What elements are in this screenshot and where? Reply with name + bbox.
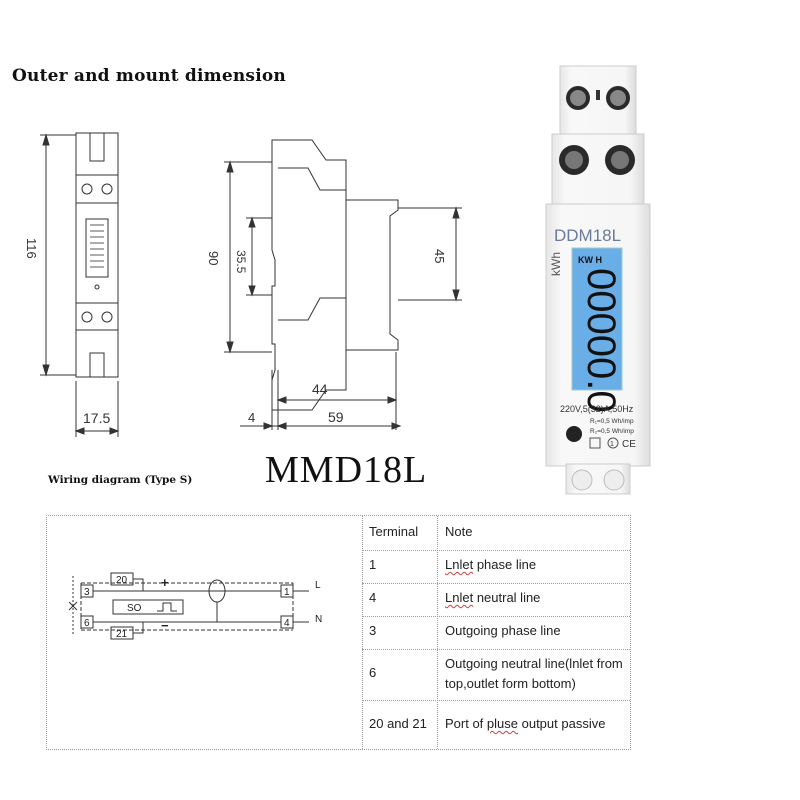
product-spec-1: R₁=0,5 Wh/imp [590, 418, 634, 425]
diagram-t3: 3 [84, 587, 90, 598]
lcd-unit-top: KW H [578, 255, 602, 265]
product-brand: DDM18L [554, 226, 621, 245]
row-terminal: 6 [369, 665, 377, 680]
section-heading: Outer and mount dimension [12, 66, 286, 86]
front-height-label: 116 [24, 238, 39, 259]
side-total-label: 59 [328, 409, 344, 425]
row-terminal: 20 and 21 [369, 716, 427, 731]
lcd-unit-left: kWh [549, 252, 563, 276]
wiring-title: Wiring diagram (Type S) [48, 474, 193, 486]
product-rating: 220V,5(32)A,50Hz [560, 404, 634, 414]
side-view-drawing: 90 35.5 45 44 59 4 [206, 139, 462, 430]
header-terminal: Terminal [369, 524, 419, 539]
lcd-digits: 00000.0 [579, 268, 623, 413]
side-height-label: 90 [206, 251, 221, 265]
side-right-label: 45 [432, 249, 447, 263]
side-depth-label: 44 [312, 381, 328, 397]
row-note: Lnlet neutral line [445, 590, 541, 605]
lcd-screen [571, 247, 623, 391]
row-note: Outgoing neutral line(lnlet from top,out… [445, 656, 623, 691]
row-terminal: 1 [369, 557, 377, 572]
row-terminal: 4 [369, 590, 377, 605]
pulse-led [566, 426, 582, 442]
row-note: Lnlet phase line [445, 557, 537, 572]
product-image: DDM18L kWh KW H 00000.0 220V,5(32)A,50Hz… [545, 65, 651, 495]
model-name: MMD18L [265, 449, 428, 491]
header-note: Note [445, 524, 473, 539]
front-width-label: 17.5 [83, 410, 110, 426]
product-mark-2: CE [622, 439, 636, 450]
row-terminal: 3 [369, 623, 377, 638]
wiring-table: 20 21 3 6 1 4 SO + − L N Terminal Note 1… [46, 515, 631, 750]
front-view-drawing: 116 17.5 [24, 132, 120, 437]
diagram-t4: 4 [284, 618, 290, 629]
diagram-so: SO [127, 603, 142, 614]
diagram-t6: 6 [84, 618, 90, 629]
row-note: Outgoing phase line [445, 623, 561, 638]
side-inner-label: 35.5 [234, 250, 248, 274]
diagram-t1: 1 [284, 587, 290, 598]
side-offset-label: 4 [248, 410, 255, 425]
diagram-L: L [315, 580, 321, 591]
product-mark-1: 1 [610, 441, 614, 448]
diagram-t21: 21 [116, 629, 128, 640]
diagram-plus: + [161, 575, 169, 590]
product-spec-2: R₂=0,5 Wh/imp [590, 428, 634, 435]
diagram-minus: − [161, 618, 169, 633]
diagram-t20: 20 [116, 575, 128, 586]
wiring-diagram: 20 21 3 6 1 4 SO + − L N [68, 572, 322, 640]
diagram-N: N [315, 614, 322, 625]
row-note: Port of pluse output passive [445, 716, 606, 731]
